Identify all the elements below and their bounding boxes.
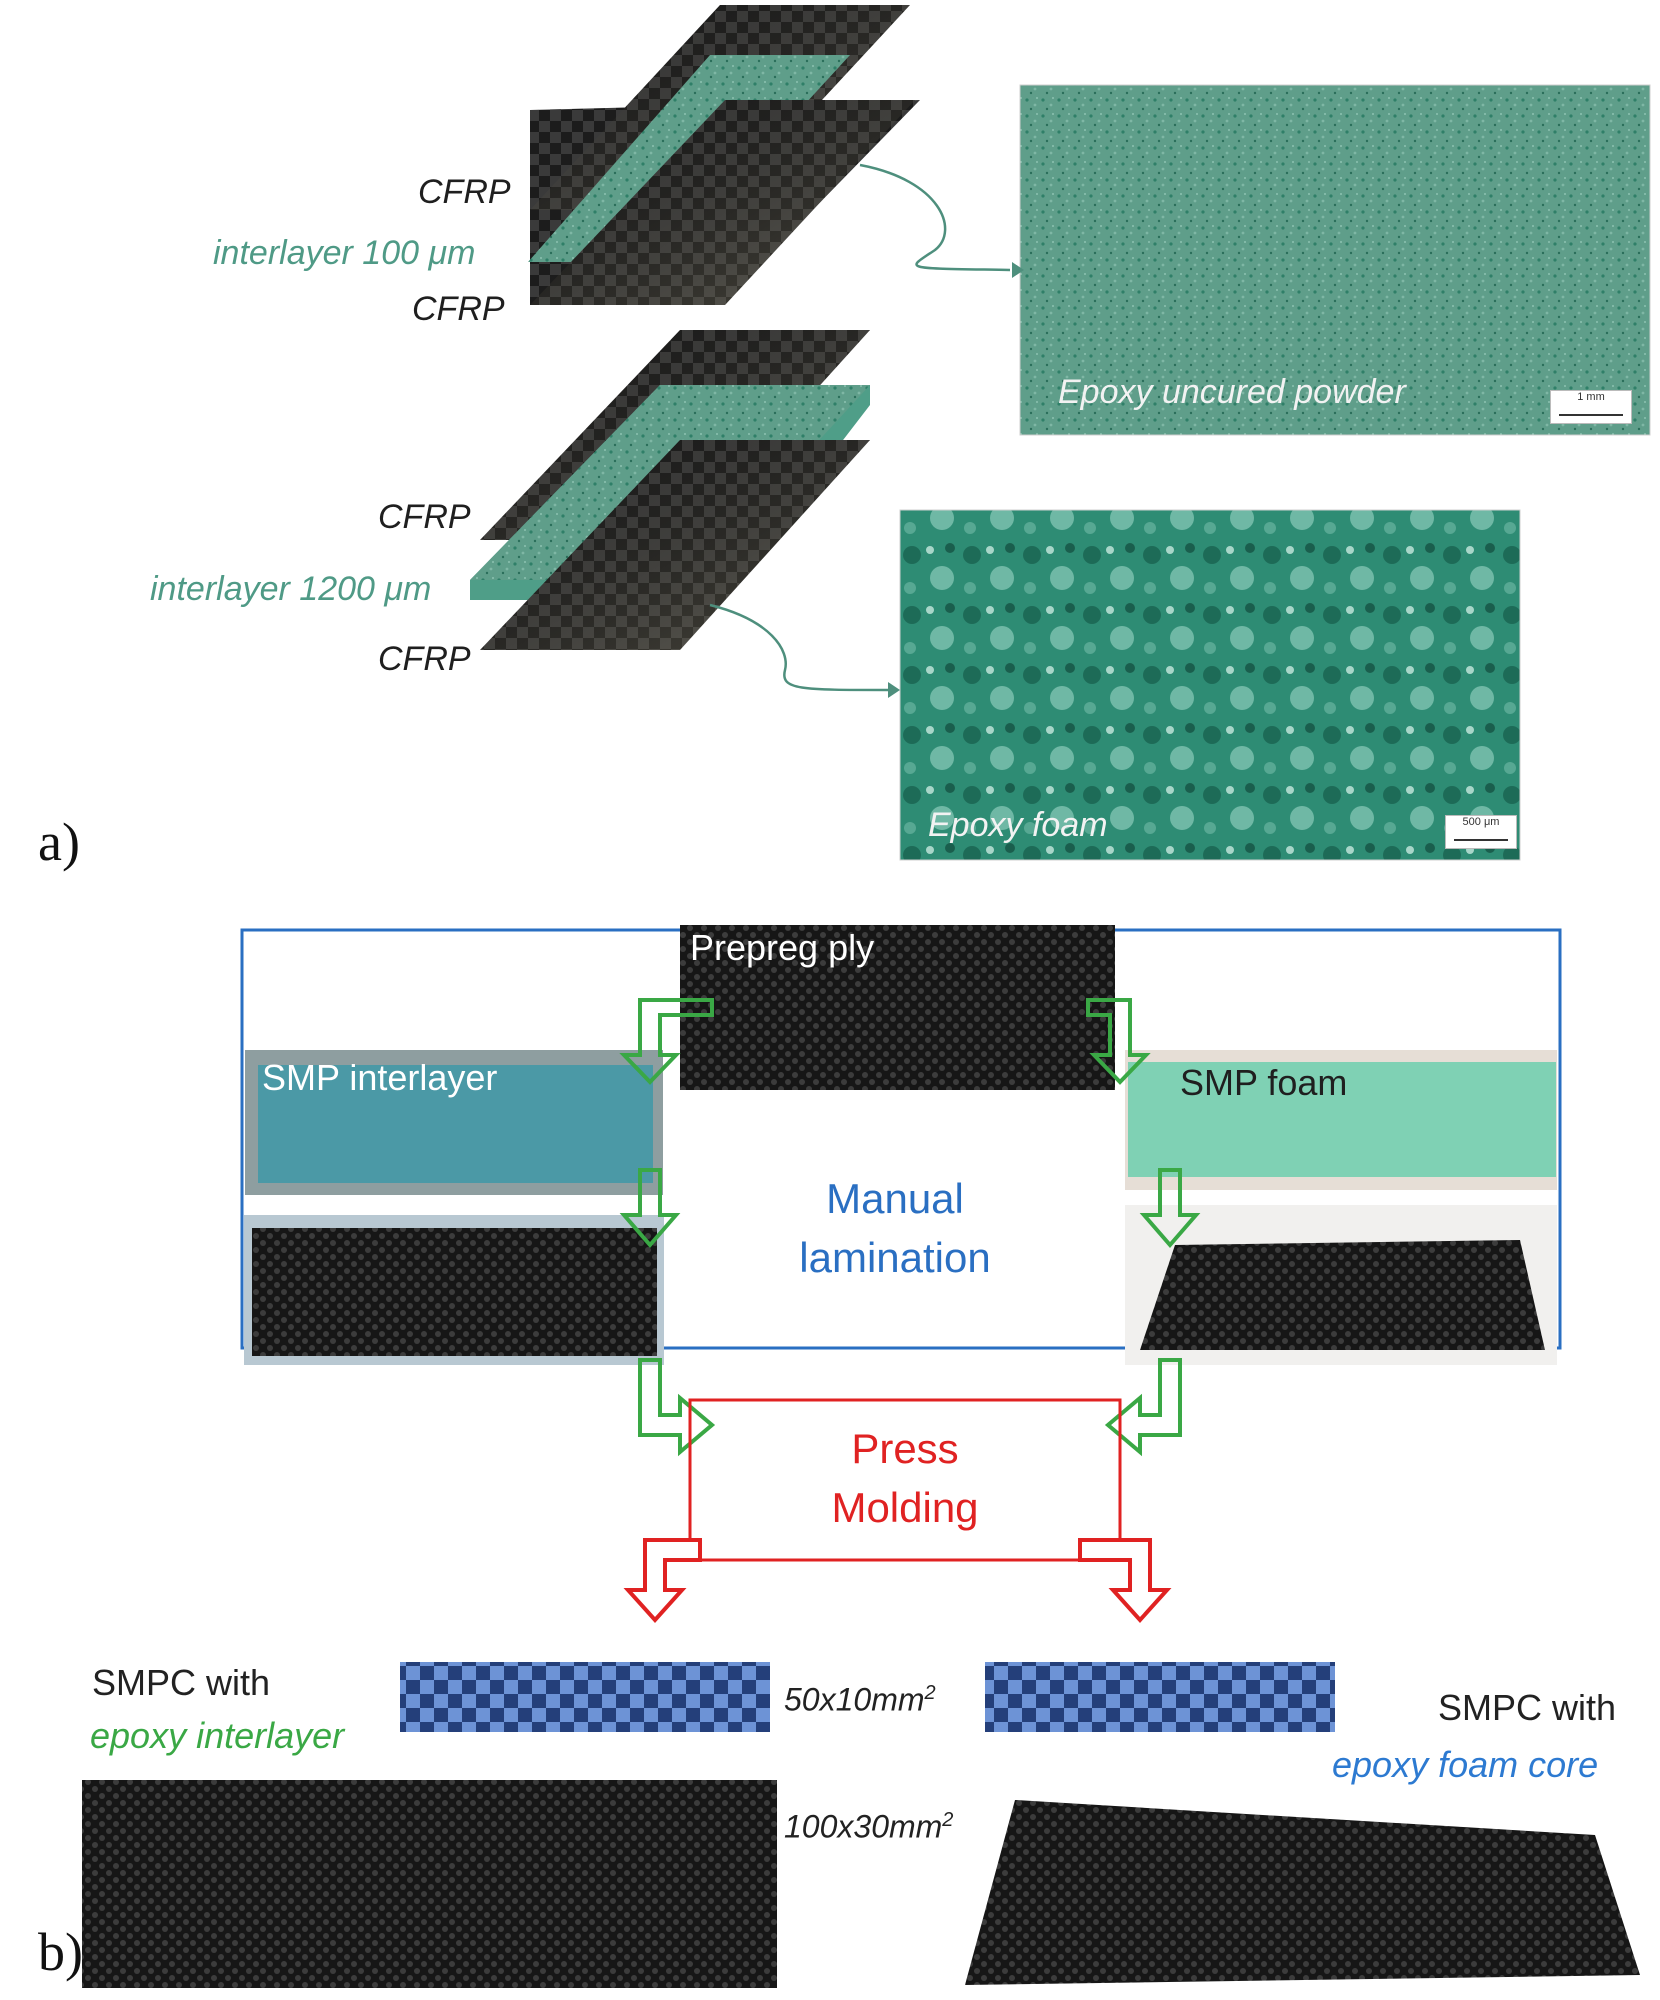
photo-uncured-powder: [1019, 84, 1651, 436]
dimension-small-exp: 2: [924, 1682, 936, 1704]
arrow-left-to-press: [638, 1358, 716, 1457]
arrow-press-to-left: [623, 1538, 702, 1623]
green-arrows: [619, 998, 1201, 1457]
connector-arrowhead-bottom: [888, 682, 900, 698]
arrow-interlayer-down: [619, 1168, 681, 1249]
dimension-large-text: 100x30mm: [784, 1808, 943, 1845]
dimension-large-exp: 2: [942, 1809, 954, 1831]
label-top-cfrp-1: CFRP: [418, 173, 511, 211]
photo-prepreg-ply: [680, 925, 1115, 1090]
arrow-foam-down: [1139, 1168, 1201, 1249]
label-prepreg-ply: Prepreg ply: [690, 927, 875, 968]
scalebar-top-line: [1559, 414, 1623, 416]
caption-uncured-powder: Epoxy uncured powder: [1058, 373, 1406, 411]
top-stack-cfrp-lower-shade: [530, 100, 915, 305]
bottom-stack-cfrp-lower-shade: [480, 440, 870, 650]
label-top-interlayer: interlayer 100 μm: [213, 234, 476, 272]
label-top-cfrp-2: CFRP: [412, 290, 505, 328]
specimen-small-left: [400, 1662, 770, 1732]
photo-epoxy-foam: [899, 509, 1521, 861]
label-bottom-cfrp-1: CFRP: [378, 498, 471, 536]
process-manual-lamination: Manual lamination: [745, 1170, 1045, 1288]
label-bottom-cfrp-2: CFRP: [378, 640, 471, 678]
caption-epoxy-foam: Epoxy foam: [928, 806, 1108, 844]
process-press-molding: Press Molding: [755, 1420, 1055, 1538]
connector-arrow-bottom: [709, 603, 891, 692]
photo-smp-foam-slab: [1128, 1062, 1556, 1177]
photo-smp-interlayer-paint: [258, 1065, 653, 1183]
red-arrows: [623, 1538, 1172, 1623]
specimen-small-right: [985, 1662, 1335, 1732]
arrow-prepreg-to-foam: [1086, 998, 1151, 1085]
scalebar-top: 1 mm: [1550, 390, 1632, 424]
arrow-prepreg-to-interlayer: [619, 998, 714, 1085]
left-result-line1: SMPC with: [92, 1662, 271, 1703]
top-stack: [528, 5, 920, 305]
panel-label-b: b): [38, 1922, 83, 1982]
dimension-small-text: 50x10mm: [784, 1681, 925, 1718]
process-manual-line1: Manual: [826, 1175, 964, 1222]
bottom-stack: [470, 330, 870, 650]
scalebar-bottom-line: [1454, 839, 1508, 841]
photo-laminate-right-ply: [1140, 1240, 1545, 1350]
press-molding-box: [688, 1398, 1122, 1562]
process-manual-line2: lamination: [799, 1233, 991, 1281]
connector-arrowhead-top: [1012, 262, 1024, 278]
scalebar-bottom: 500 μm: [1445, 815, 1517, 849]
dimension-small: 50x10mm2: [784, 1683, 936, 1716]
right-result-line2: epoxy foam core: [1332, 1744, 1599, 1785]
specimen-large-left: [82, 1780, 777, 1988]
arrow-right-to-press: [1104, 1358, 1182, 1457]
specimen-large-right: [965, 1800, 1640, 1985]
connector-arrow-top: [859, 163, 1011, 272]
photo-laminate-left-ply: [252, 1228, 657, 1356]
dimension-large: 100x30mm2: [784, 1810, 953, 1843]
left-result-line2: epoxy interlayer: [90, 1715, 345, 1756]
scalebar-top-text: 1 mm: [1577, 391, 1605, 403]
label-bottom-interlayer: interlayer 1200 μm: [150, 570, 432, 608]
scalebar-bottom-text: 500 μm: [1462, 816, 1500, 828]
arrow-press-to-right: [1078, 1538, 1172, 1623]
label-smp-foam: SMP foam: [1180, 1062, 1348, 1103]
process-press-line2: Molding: [831, 1483, 979, 1531]
right-result-line1: SMPC with: [1438, 1687, 1617, 1728]
panel-label-a: a): [38, 812, 80, 872]
process-press-line1: Press: [851, 1425, 959, 1472]
label-smp-interlayer: SMP interlayer: [262, 1057, 498, 1098]
